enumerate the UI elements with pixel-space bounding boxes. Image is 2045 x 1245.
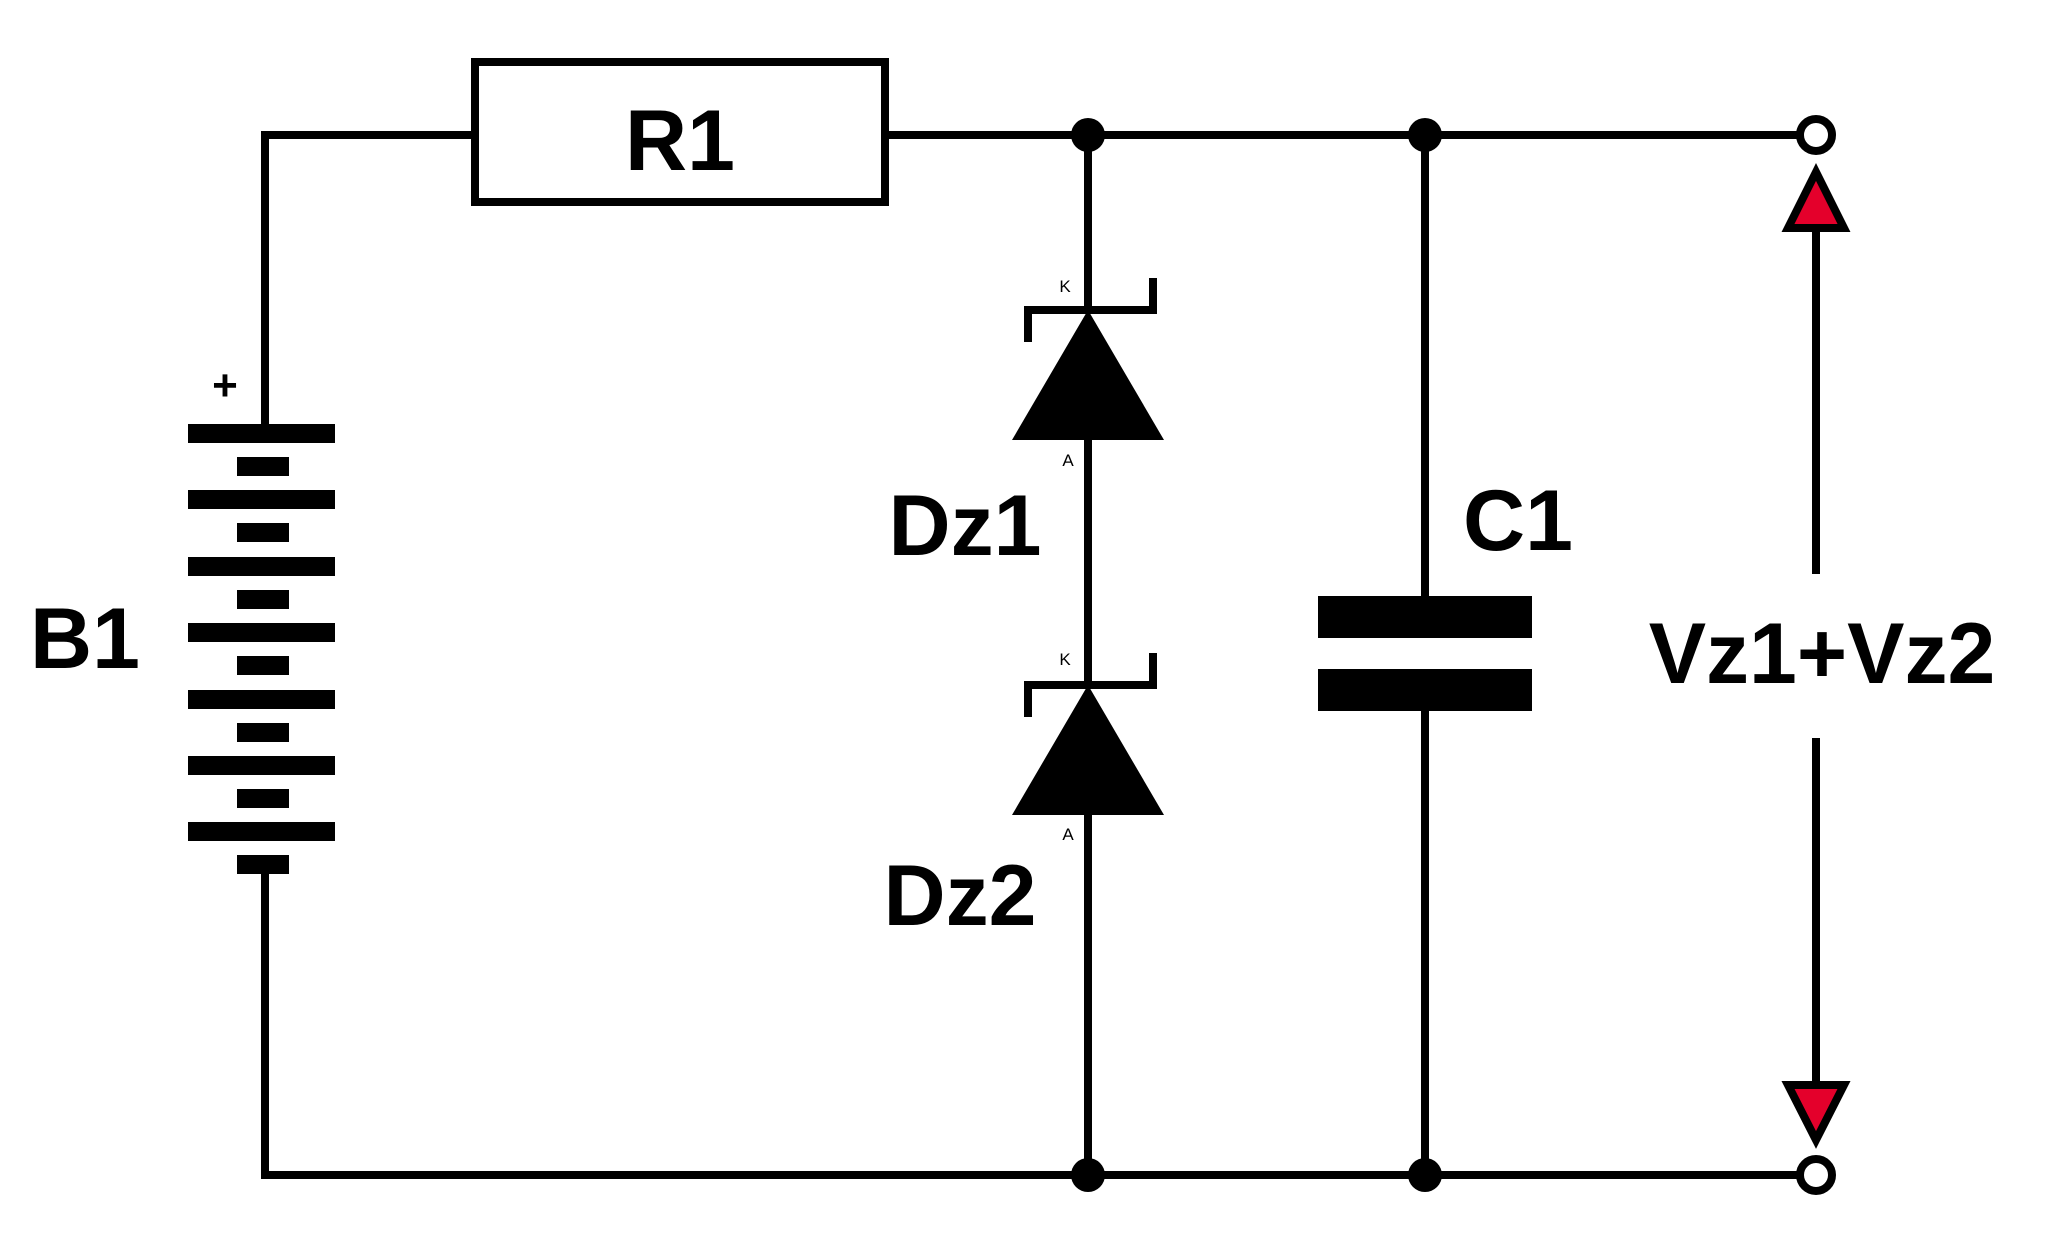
- dz2-label: Dz2: [884, 848, 1037, 944]
- junction-dot: [1071, 1158, 1105, 1192]
- cathode-pin-label: K: [1059, 277, 1071, 296]
- battery-long-plate: [188, 623, 335, 642]
- zener-cathode-bar: [1024, 653, 1157, 717]
- battery-short-plate: [237, 855, 289, 874]
- battery-long-plate: [188, 557, 335, 576]
- battery-short-plate: [237, 457, 289, 476]
- battery-long-plate: [188, 822, 335, 841]
- battery-b1: + B1: [30, 361, 335, 874]
- battery-long-plate: [188, 756, 335, 775]
- junction-dot: [1408, 118, 1442, 152]
- wires: [261, 131, 1799, 1179]
- junction-dot: [1071, 118, 1105, 152]
- c1-label: C1: [1463, 473, 1573, 569]
- zener-diode-dz2: K A Dz2: [884, 650, 1164, 944]
- battery-short-plate: [237, 656, 289, 675]
- battery-label: B1: [30, 591, 140, 687]
- zener-cathode-bar: [1024, 278, 1157, 342]
- output-terminal-top: [1796, 115, 1836, 155]
- junction-dot: [1408, 1158, 1442, 1192]
- dz1-label: Dz1: [889, 478, 1042, 574]
- resistor-body: [471, 58, 889, 206]
- battery-plus-sign: +: [212, 361, 238, 410]
- anode-pin-label: A: [1062, 451, 1074, 470]
- diode-triangle: [1012, 685, 1164, 815]
- voltage-arrow-up: [1781, 163, 1851, 232]
- output-voltage-indicator: Vz1+Vz2: [1649, 163, 1996, 1149]
- voltage-arrow-down: [1781, 1081, 1851, 1149]
- battery-short-plate: [237, 523, 289, 542]
- battery-long-plate: [188, 490, 335, 509]
- anode-pin-label: A: [1062, 825, 1074, 844]
- resistor-r1: R1: [471, 58, 889, 206]
- zener-diode-dz1: K A Dz1: [889, 277, 1164, 574]
- junctions: [1071, 118, 1442, 1192]
- wire-battery-to-r1: [261, 131, 479, 432]
- diode-triangle: [1012, 310, 1164, 440]
- battery-short-plate: [237, 590, 289, 609]
- cathode-pin-label: K: [1059, 650, 1071, 669]
- output-terminal-bottom: [1796, 1155, 1836, 1195]
- battery-cells: [188, 424, 335, 874]
- battery-long-plate: [188, 424, 335, 443]
- output-voltage-label: Vz1+Vz2: [1649, 606, 1996, 702]
- battery-long-plate: [188, 690, 335, 709]
- resistor-label: R1: [625, 93, 735, 189]
- battery-short-plate: [237, 723, 289, 742]
- capacitor-plate-bottom: [1318, 669, 1532, 711]
- capacitor-c1: C1: [1318, 473, 1573, 711]
- output-terminals: [1796, 115, 1836, 1195]
- wire-bottom-rail: [261, 866, 1799, 1179]
- capacitor-plate-top: [1318, 596, 1532, 638]
- battery-short-plate: [237, 789, 289, 808]
